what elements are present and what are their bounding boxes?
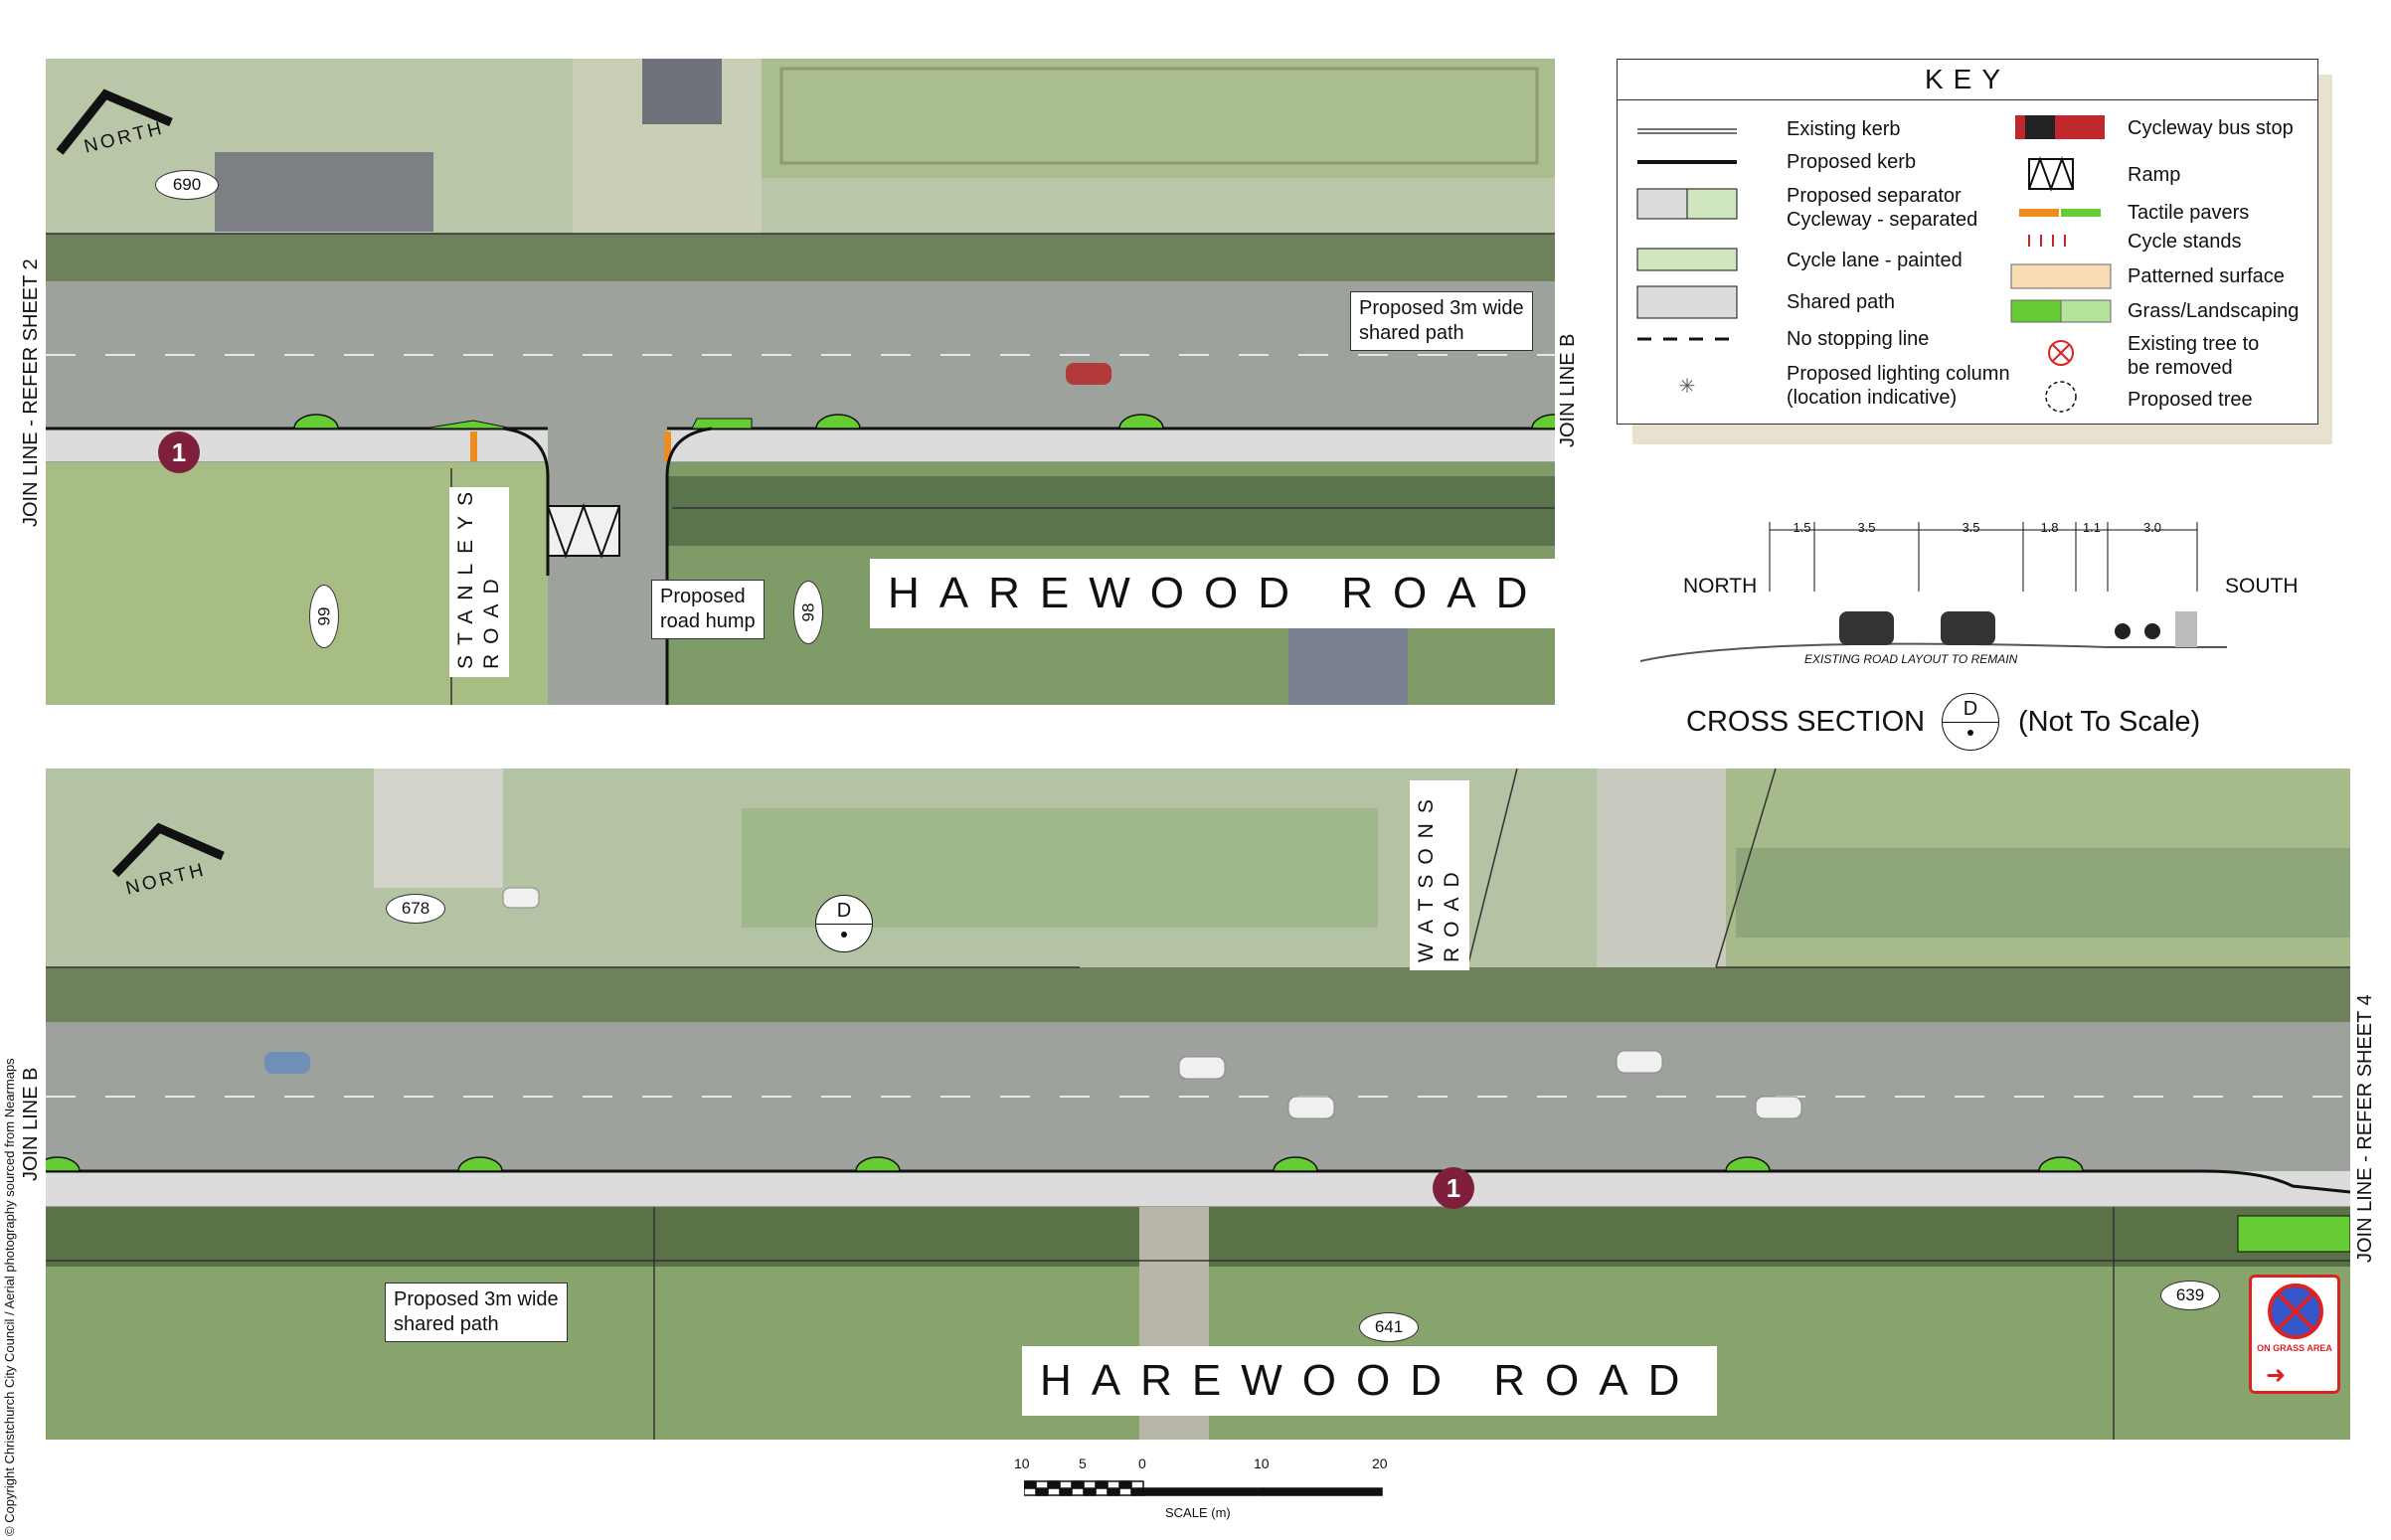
cs-dim-3: 3.5 <box>1962 520 1980 535</box>
key-proposed-kerb: Proposed kerb <box>1787 151 1917 173</box>
section-d-marker: D <box>815 895 873 952</box>
sign-text: ON GRASS AREA <box>2257 1343 2332 1353</box>
marker-1-top: 1 <box>158 431 200 473</box>
watsons-road-label: WATSONS ROAD <box>1410 780 1469 970</box>
cs-dim-5: 1.1 <box>2082 520 2102 535</box>
key-grass-landscaping: Grass/Landscaping <box>2128 300 2300 322</box>
road-name-top: HAREWOOD ROAD <box>870 559 1566 628</box>
scale-tick-10-left: 10 <box>1014 1455 1030 1471</box>
key-shared-path: Shared path <box>1787 291 1895 313</box>
callout-shared-path-top: Proposed 3m wide shared path <box>1350 291 1533 351</box>
cs-dim-6: 3.0 <box>2142 520 2162 535</box>
callout-shared-path-bottom: Proposed 3m wide shared path <box>385 1283 568 1342</box>
address-639: 639 <box>2160 1281 2220 1310</box>
key-symbols: ✳ <box>1636 115 2112 413</box>
cs-not-to-scale: (Not To Scale) <box>2018 706 2201 738</box>
cs-south-label: SOUTH <box>2225 575 2299 598</box>
join-line-right-top: JOIN LINE B <box>1557 333 1579 447</box>
cs-section-marker: D <box>1942 693 1999 751</box>
cs-dim-2: 3.5 <box>1857 520 1876 535</box>
bottom-map-panel <box>46 769 2350 1440</box>
key-tactile-pavers: Tactile pavers <box>2128 202 2250 224</box>
cs-north-label: NORTH <box>1683 575 1758 598</box>
key-proposed-separator: Proposed separator Cycleway - separated <box>1787 185 1978 231</box>
road-name-bottom: HAREWOOD ROAD <box>1022 1346 1718 1416</box>
bottom-aerial-map <box>46 769 2350 1440</box>
scale-tick-0: 0 <box>1138 1455 1146 1471</box>
cs-dim-4: 1.8 <box>2040 520 2059 535</box>
scale-label: SCALE (m) <box>1165 1505 1231 1520</box>
address-678: 678 <box>386 894 445 924</box>
key-existing-tree-removed: Existing tree to be removed <box>2128 333 2260 379</box>
key-title: KEY <box>1618 60 2317 100</box>
key-lighting-column: Proposed lighting column (location indic… <box>1787 363 2010 409</box>
key-panel: KEY ✳ Existing kerb Proposed kerb Propos… <box>1617 59 2318 425</box>
key-patterned-surface: Patterned surface <box>2128 265 2285 287</box>
top-map-panel <box>46 59 1555 705</box>
cs-title: CROSS SECTION <box>1686 706 1926 738</box>
key-cycle-lane-painted: Cycle lane - painted <box>1787 250 1963 271</box>
top-aerial-map <box>46 59 1555 705</box>
key-cycleway-bus-stop: Cycleway bus stop <box>2128 117 2294 139</box>
scale-tick-20: 20 <box>1372 1455 1388 1471</box>
copyright-text: © Copyright Christchurch City Council / … <box>2 1058 17 1536</box>
cs-note: EXISTING ROAD LAYOUT TO REMAIN <box>1804 652 2018 666</box>
key-proposed-tree: Proposed tree <box>2128 389 2253 411</box>
join-line-left-bottom: JOIN LINE B <box>20 1067 42 1181</box>
address-99: 99 <box>309 585 339 648</box>
address-98: 98 <box>793 581 823 644</box>
key-ramp: Ramp <box>2128 164 2181 186</box>
scale-tick-5: 5 <box>1079 1455 1087 1471</box>
address-641: 641 <box>1359 1312 1419 1342</box>
scale-bar <box>1024 1480 1383 1496</box>
svg-text:✳: ✳ <box>1679 376 1696 398</box>
scale-tick-10: 10 <box>1254 1455 1270 1471</box>
cs-dim-1: 1.5 <box>1793 520 1811 535</box>
arrow-right-icon: ➜ <box>2266 1362 2287 1389</box>
join-line-left-top: JOIN LINE - REFER SHEET 2 <box>20 258 42 527</box>
marker-1-bottom: 1 <box>1433 1167 1474 1209</box>
key-no-stopping-line: No stopping line <box>1787 328 1930 350</box>
key-existing-kerb: Existing kerb <box>1787 118 1901 140</box>
cross-section-diagram <box>1639 522 2227 662</box>
no-parking-sign: ON GRASS AREA ➜ <box>2249 1275 2340 1394</box>
callout-road-hump: Proposed road hump <box>651 580 765 639</box>
join-line-right-bottom: JOIN LINE - REFER SHEET 4 <box>2354 994 2376 1263</box>
key-cycle-stands: Cycle stands <box>2128 231 2242 253</box>
address-690: 690 <box>155 170 219 200</box>
stanleys-road-label: STANLEYS ROAD <box>449 482 509 677</box>
